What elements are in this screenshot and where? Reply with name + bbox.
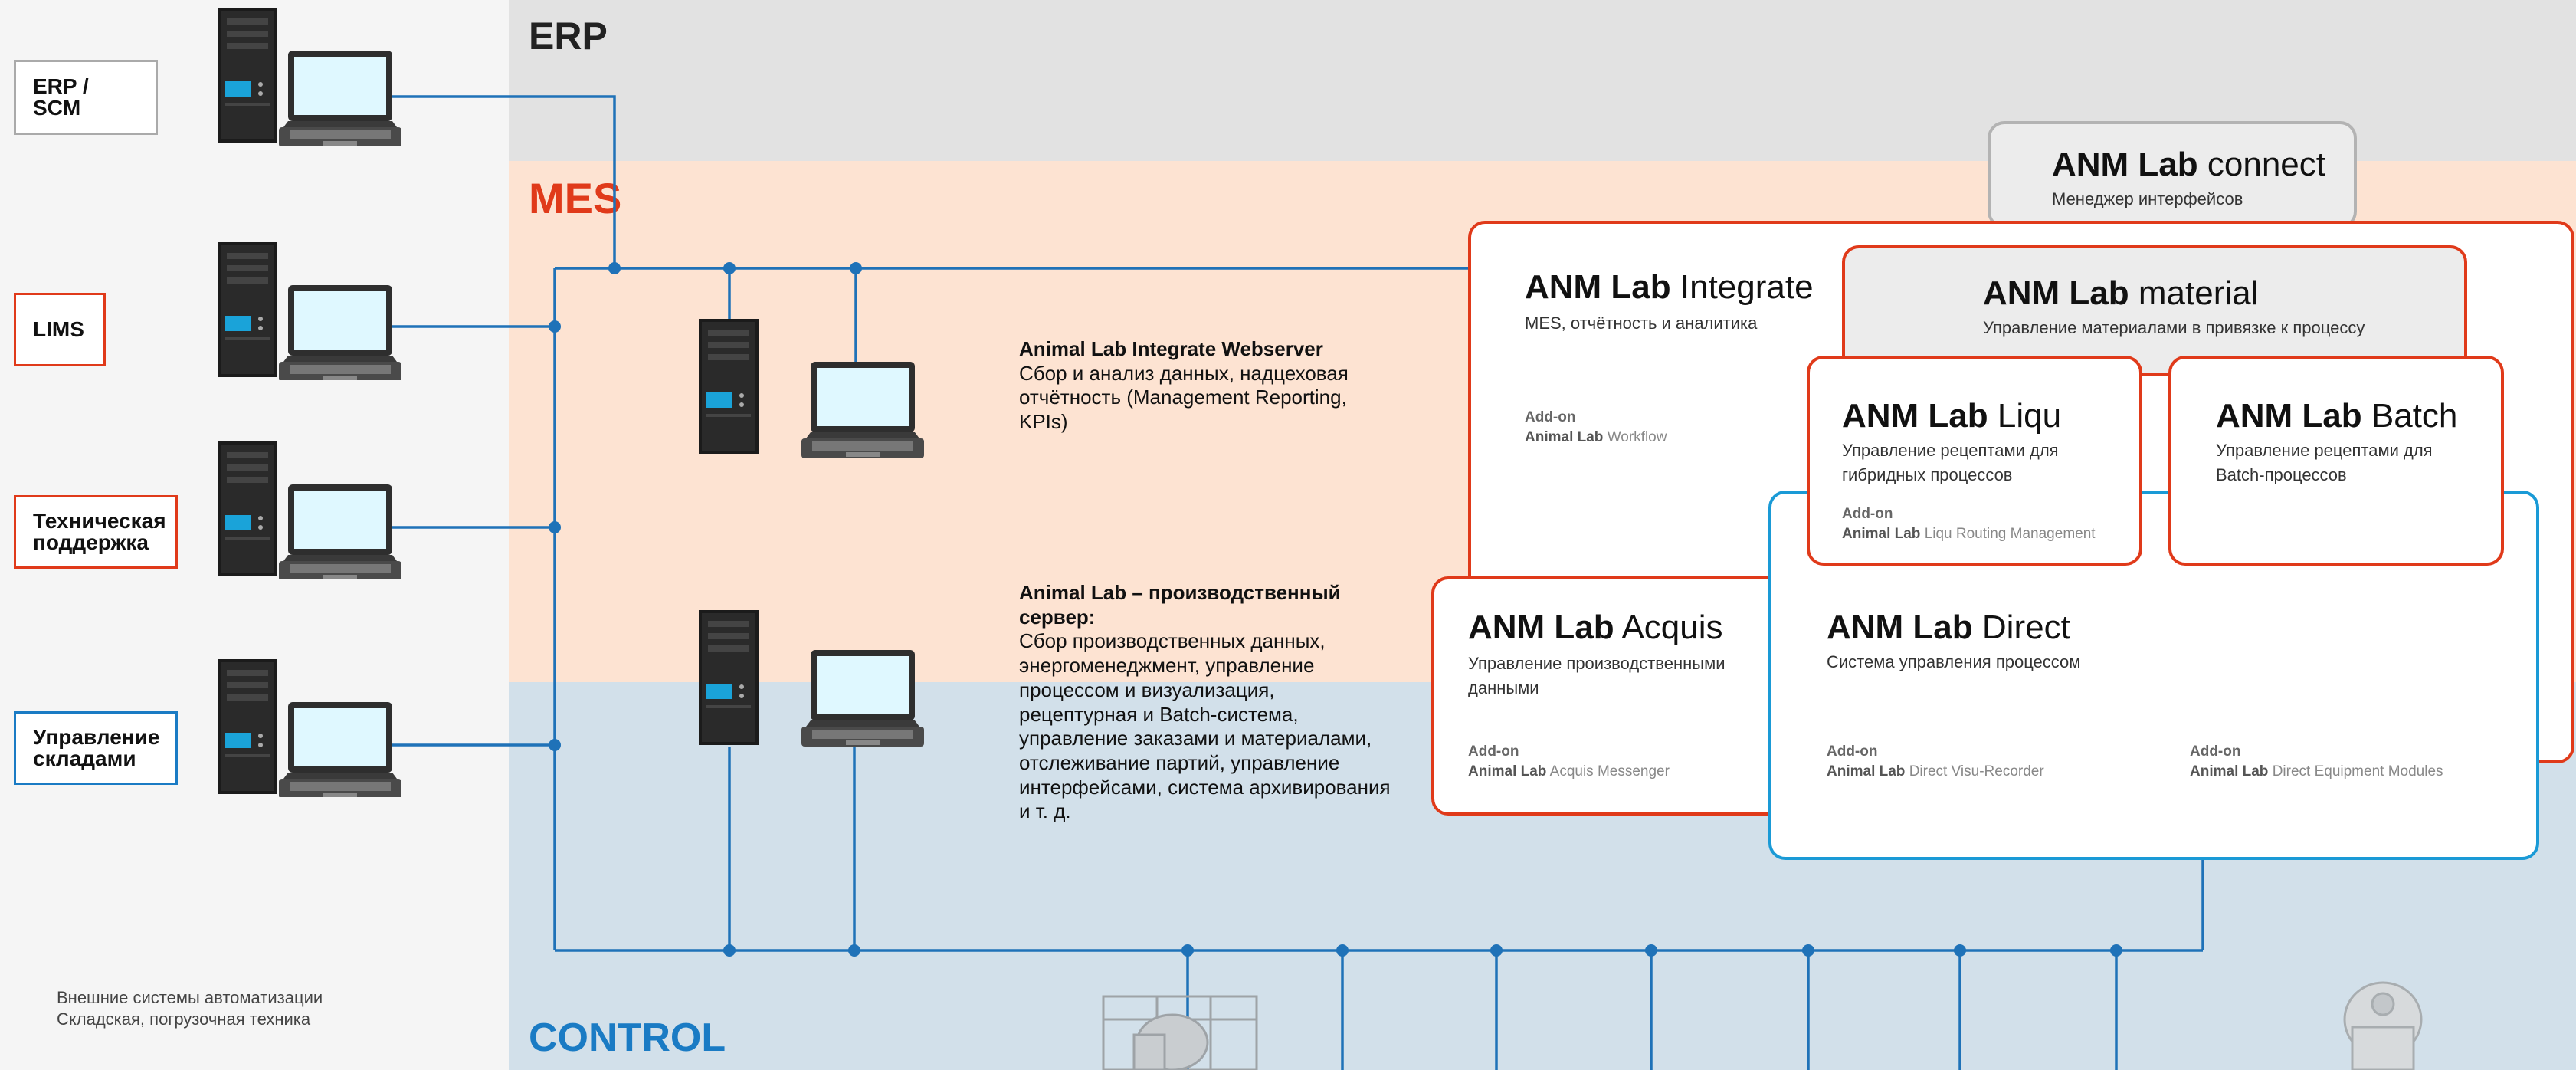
module-brand: ANM Lab [1842,397,1988,435]
module-subtitle: Управление рецептами для гибридных проце… [1842,441,2059,484]
addon-brand: Animal Lab [1468,763,1547,780]
tower-server-icon [699,610,759,745]
addon-brand: Animal Lab [1525,428,1604,445]
addon-brand: Animal Lab [1842,525,1921,542]
module-card-material[interactable]: ANM Lab material Управление материалами … [1842,245,2467,376]
ext-box-label: LIMS [33,317,84,341]
machinery-icon [2343,981,2423,1070]
workstation-icon [218,8,401,146]
module-addon: Add-on Animal Lab Acquis Messenger [1468,742,1670,781]
module-name: material [2138,274,2259,312]
machinery-icon [1102,995,1258,1070]
module-subtitle: MES, отчётность и аналитика [1525,313,1758,333]
webserver-text: Сбор и анализ данных, надцеховая отчётно… [1019,361,1349,434]
module-addon: Add-on Animal Lab Workflow [1525,408,1667,447]
ext-box-label: Управление складами [33,725,160,770]
footer-line: Внешние системы автоматизации [57,988,323,1007]
ext-box-warehouse[interactable]: Управление складами [14,711,178,785]
addon-label: Add-on [1842,506,1893,522]
module-name: Acquis [1621,609,1723,646]
workstation-icon [218,659,401,797]
module-name: Batch [2371,397,2458,435]
ext-box-erp-scm[interactable]: ERP / SCM [14,60,158,135]
module-brand: ANM Lab [1468,609,1614,646]
addon-name: Direct Equipment Modules [2272,763,2443,780]
module-brand: ANM Lab [1827,609,1973,646]
control-zone-label: CONTROL [529,1016,726,1060]
workstation-icon [218,242,401,380]
footer-line: Складская, погрузочная техника [57,1009,311,1029]
module-name: Liqu [1997,397,2062,435]
module-card-acquis[interactable]: ANM Lab Acquis Управление производственн… [1431,576,1799,816]
ext-box-label: Техническая поддержка [33,509,166,554]
module-card-connect[interactable]: ANM Lab connect Менеджер интерфейсов [1988,121,2357,228]
addon-label: Add-on [1827,743,1878,760]
addon-label: Add-on [2190,743,2241,760]
module-name: connect [2207,146,2325,183]
laptop-icon [801,650,924,747]
module-subtitle: Менеджер интерфейсов [2052,189,2243,208]
addon-label: Add-on [1525,409,1576,425]
production-server-text: Сбор производственных данных, энергомене… [1019,629,1391,823]
production-server-description: Animal Lab – производственный сервер: Сб… [1019,581,1395,824]
module-subtitle: Система управления процессом [1827,652,2081,671]
module-addon: Add-on Animal Lab Direct Visu-Recorder [1827,742,2044,781]
ext-box-lims[interactable]: LIMS [14,293,106,366]
external-automation-note: Внешние системы автоматизации Складская,… [57,987,323,1029]
module-name: Direct [1981,609,2070,646]
addon-brand: Animal Lab [1827,763,1906,780]
module-name: Integrate [1680,268,1814,306]
production-server-title: Animal Lab – производственный сервер: [1019,581,1341,629]
module-brand: ANM Lab [2216,397,2362,435]
addon-label: Add-on [1468,743,1519,760]
mes-zone-label: MES [529,174,622,222]
module-addon: Add-on Animal Lab Liqu Routing Managemen… [1842,504,2096,543]
addon-name: Workflow [1607,428,1667,445]
module-brand: ANM Lab [1983,274,2129,312]
module-brand: ANM Lab [1525,268,1671,306]
module-card-liqu[interactable]: ANM Lab Liqu Управление рецептами для ги… [1807,356,2142,566]
module-brand: ANM Lab [2052,146,2198,183]
addon-name: Liqu Routing Management [1924,525,2096,542]
addon-name: Direct Visu-Recorder [1909,763,2044,780]
module-subtitle: Управление рецептами для Batch-процессов [2216,441,2433,484]
ext-box-tech-support[interactable]: Техническая поддержка [14,495,178,569]
webserver-title: Animal Lab Integrate Webserver [1019,337,1323,360]
laptop-icon [801,362,924,458]
workstation-icon [218,441,401,579]
module-addon: Add-on Animal Lab Direct Equipment Modul… [2190,742,2443,781]
module-subtitle: Управление материалами в привязке к проц… [1983,318,2365,337]
module-card-batch[interactable]: ANM Lab Batch Управление рецептами для B… [2168,356,2504,566]
ext-box-label: ERP / SCM [33,74,89,120]
addon-brand: Animal Lab [2190,763,2269,780]
module-subtitle: Управление производственными данными [1468,654,1726,697]
erp-zone-label: ERP [529,15,608,57]
addon-name: Acquis Messenger [1549,763,1670,780]
tower-server-icon [699,319,759,454]
webserver-description: Animal Lab Integrate Webserver Сбор и ан… [1019,337,1379,435]
